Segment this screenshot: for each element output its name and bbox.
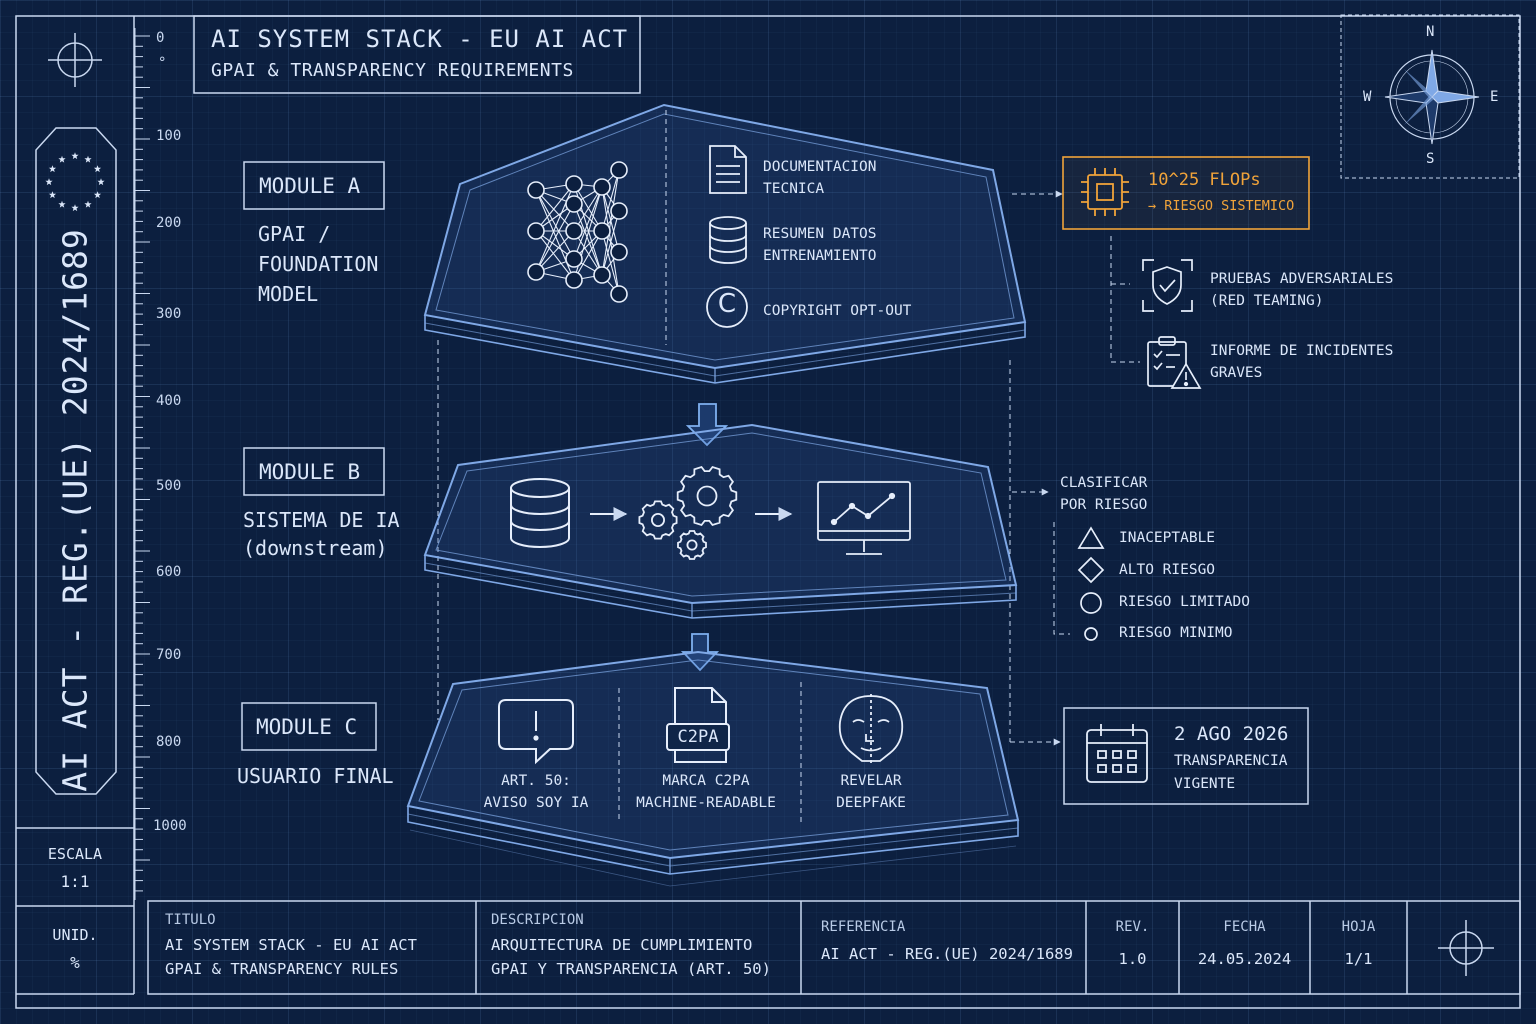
crosshair-icon	[1438, 920, 1494, 976]
scale-value: 1:1	[60, 872, 90, 891]
module-b-subtitle: SISTEMA DE IA (downstream)	[243, 508, 400, 560]
deadline-box	[1063, 707, 1309, 805]
compass-rose-icon	[1384, 49, 1480, 145]
ruler-unit: °	[158, 55, 167, 71]
units-value: %	[70, 953, 80, 972]
ruler-label: 600	[156, 564, 182, 580]
ruler-label: 800	[156, 734, 182, 750]
page-subtitle: GPAI & TRANSPARENCY REQUIREMENTS	[211, 60, 574, 81]
ruler-label: 100	[156, 128, 182, 144]
systemic-item: INFORME DE INCIDENTES GRAVES	[1210, 343, 1394, 381]
module-c-item: REVELAR DEEPFAKE	[836, 773, 906, 811]
eu-flag-icon	[45, 152, 105, 212]
slab-module-b	[423, 423, 1018, 619]
deadline-text: TRANSPARENCIA VIGENTE	[1174, 753, 1288, 792]
calendar-icon	[1086, 724, 1148, 783]
side-banner-text: AI ACT - REG.(UE) 2024/1689	[55, 228, 95, 792]
flops-threshold: 10^25 FLOPs	[1148, 170, 1261, 190]
systemic-item: PRUEBAS ADVERSARIALES (RED TEAMING)	[1210, 271, 1394, 309]
tb-fecha-value: 24.05.2024	[1197, 950, 1292, 968]
shield-check-icon	[1142, 259, 1193, 312]
tb-desc-header: DESCRIPCION	[491, 912, 584, 928]
alert-bubble-icon	[498, 699, 574, 765]
tb-ref-header: REFERENCIA	[821, 919, 906, 935]
document-icon	[709, 145, 747, 194]
risk-level: RIESGO LIMITADO	[1119, 594, 1250, 610]
module-a-subtitle: GPAI / FOUNDATION MODEL	[258, 222, 379, 306]
database-icon	[709, 216, 747, 264]
neural-network-icon	[527, 161, 628, 303]
copyright-glyph: C	[717, 289, 737, 319]
scale-label: ESCALA	[47, 845, 103, 863]
c2pa-file-icon	[666, 687, 730, 763]
c2pa-glyph: C2PA	[677, 727, 719, 747]
tb-titulo-value: AI SYSTEM STACK - EU AI ACT GPAI & TRANS…	[165, 936, 417, 978]
page-title: AI SYSTEM STACK - EU AI ACT	[211, 25, 629, 53]
risk-level: ALTO RIESGO	[1119, 562, 1216, 578]
face-scan-icon	[838, 694, 904, 764]
title-block	[147, 900, 1521, 995]
module-c-item: ART. 50: AVISO SOY IA	[483, 773, 589, 811]
circle-small-icon	[1084, 627, 1098, 641]
ruler-label: 500	[156, 478, 182, 494]
side-banner-frame	[35, 127, 117, 795]
systemic-risk-box	[1062, 156, 1310, 230]
risk-level: INACEPTABLE	[1119, 530, 1216, 546]
circle-large-icon	[1080, 592, 1102, 614]
ruler-label: 200	[156, 215, 182, 231]
triangle-icon	[1077, 526, 1105, 549]
module-a-item: COPYRIGHT OPT-OUT	[763, 303, 912, 319]
outer-frame	[15, 15, 1521, 1009]
module-b-label: MODULE B	[259, 460, 361, 484]
risk-title: CLASIFICAR POR RIESGO	[1060, 475, 1148, 513]
incident-clipboard-icon	[1147, 336, 1202, 389]
deadline-date: 2 AGO 2026	[1174, 723, 1289, 745]
tb-ref-value: AI ACT - REG.(UE) 2024/1689	[821, 945, 1073, 963]
systemic-risk-label: → RIESGO SISTEMICO	[1148, 198, 1295, 214]
ruler-label: 700	[156, 647, 182, 663]
module-a-item: RESUMEN DATOS ENTRENAMIENTO	[763, 226, 877, 264]
header-box	[193, 15, 641, 94]
module-c-label: MODULE C	[256, 715, 358, 739]
chip-icon	[1081, 168, 1129, 216]
ruler-label: 1000	[153, 818, 187, 834]
module-a-label: MODULE A	[259, 174, 361, 198]
gears-icon	[638, 465, 738, 560]
compass-e: E	[1490, 89, 1499, 105]
tb-titulo-header: TITULO	[165, 912, 216, 928]
risk-level: RIESGO MINIMO	[1119, 625, 1233, 641]
ruler-label: 300	[156, 306, 182, 322]
compass-s: S	[1426, 151, 1435, 167]
tb-fecha-header: FECHA	[1223, 919, 1266, 935]
module-c-subtitle: USUARIO FINAL	[237, 764, 394, 788]
tb-desc-value: ARQUITECTURA DE CUMPLIMIENTO GPAI Y TRAN…	[491, 936, 771, 978]
units-label: UNID.	[52, 926, 98, 944]
diamond-icon	[1077, 556, 1105, 584]
arrow-down-icon	[685, 403, 729, 447]
compass-w: W	[1363, 89, 1372, 105]
database-icon	[510, 478, 570, 548]
tb-hoja-value: 1/1	[1344, 950, 1373, 968]
copyright-icon	[706, 286, 748, 328]
monitor-chart-icon	[817, 481, 911, 555]
ruler-label: 0	[156, 30, 165, 46]
module-c-item: MARCA C2PA MACHINE-READABLE	[636, 773, 776, 811]
tb-rev-header: REV.	[1115, 919, 1150, 935]
ruler-label: 400	[156, 393, 182, 409]
slab-module-c	[406, 650, 1020, 887]
slab-module-a	[423, 103, 1027, 384]
tb-rev-value: 1.0	[1118, 950, 1147, 968]
crosshair-icon	[48, 33, 102, 87]
tb-hoja-header: HOJA	[1341, 919, 1376, 935]
compass-n: N	[1426, 24, 1435, 40]
module-a-item: DOCUMENTACION TECNICA	[763, 159, 877, 197]
